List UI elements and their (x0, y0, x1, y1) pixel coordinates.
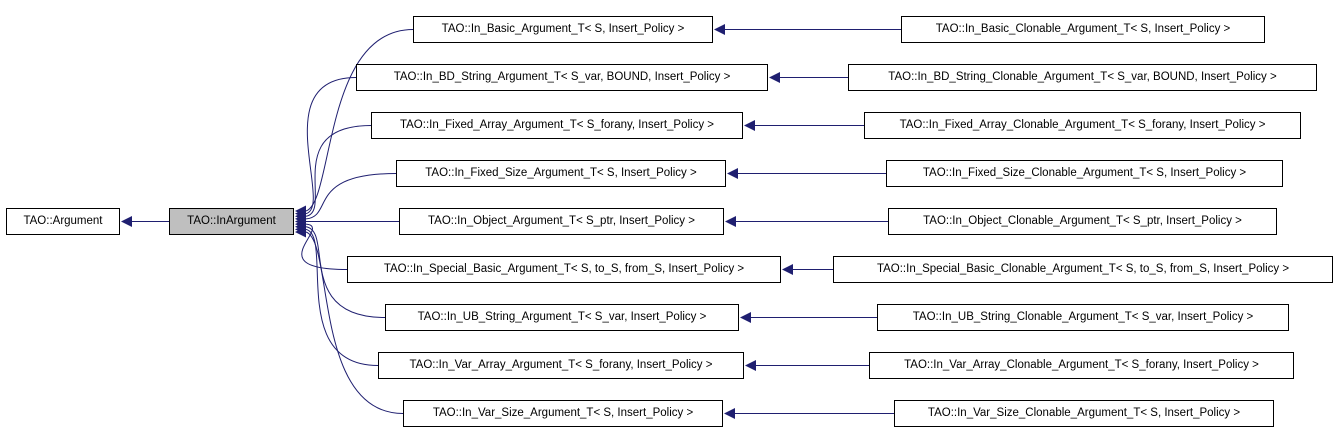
class-node-in-bd-string-argument-t-s-var-bound-insert-polic[interactable]: TAO::In_BD_String_Argument_T< S_var, BOU… (356, 64, 768, 91)
arrowhead-right-0 (714, 24, 725, 35)
class-node-label: TAO::In_BD_String_Argument_T< S_var, BOU… (393, 71, 731, 83)
class-node-label: TAO::In_Basic_Clonable_Argument_T< S, In… (935, 23, 1231, 35)
arrowhead-right-1 (769, 72, 780, 83)
class-node-in-special-basic-argument-t-s-to-s-from-s-insert[interactable]: TAO::In_Special_Basic_Argument_T< S, to_… (347, 256, 781, 283)
class-node-label: TAO::Argument (23, 215, 103, 227)
class-node-label: TAO::In_Var_Size_Clonable_Argument_T< S,… (927, 407, 1241, 419)
class-node-label: TAO::In_Special_Basic_Clonable_Argument_… (876, 263, 1290, 275)
arrowhead-middle-0 (295, 205, 306, 217)
arrowhead-root-focus (121, 216, 132, 227)
class-node-in-object-clonable-argument-t-s-ptr-insert-polic[interactable]: TAO::In_Object_Clonable_Argument_T< S_pt… (888, 208, 1277, 235)
class-node-in-var-size-clonable-argument-t-s-insert-policy[interactable]: TAO::In_Var_Size_Clonable_Argument_T< S,… (894, 400, 1274, 427)
arrowhead-right-2 (744, 120, 755, 131)
class-node-argument[interactable]: TAO::Argument (6, 208, 120, 235)
arrowhead-middle-8 (295, 226, 306, 238)
class-node-label: TAO::In_Object_Clonable_Argument_T< S_pt… (923, 215, 1242, 227)
class-node-label: TAO::In_Var_Array_Clonable_Argument_T< S… (904, 359, 1259, 371)
class-node-in-var-array-clonable-argument-t-s-forany-insert[interactable]: TAO::In_Var_Array_Clonable_Argument_T< S… (869, 352, 1294, 379)
arrowhead-middle-7 (295, 223, 306, 235)
class-node-in-fixed-size-clonable-argument-t-s-insert-polic[interactable]: TAO::In_Fixed_Size_Clonable_Argument_T< … (886, 160, 1283, 187)
arrowhead-middle-6 (295, 221, 306, 233)
class-node-in-var-size-argument-t-s-insert-policy[interactable]: TAO::In_Var_Size_Argument_T< S, Insert_P… (403, 400, 723, 427)
class-node-label: TAO::In_Object_Argument_T< S_ptr, Insert… (428, 215, 695, 227)
arrowhead-middle-1 (295, 208, 306, 220)
class-node-label: TAO::InArgument (187, 215, 276, 227)
class-node-in-basic-clonable-argument-t-s-insert-policy[interactable]: TAO::In_Basic_Clonable_Argument_T< S, In… (901, 16, 1265, 43)
edge-inargument-to-middle-7 (305, 228, 379, 366)
arrowhead-right-4 (725, 216, 736, 227)
class-node-in-ub-string-argument-t-s-var-insert-policy[interactable]: TAO::In_UB_String_Argument_T< S_var, Ins… (385, 304, 739, 331)
class-node-in-object-argument-t-s-ptr-insert-policy[interactable]: TAO::In_Object_Argument_T< S_ptr, Insert… (399, 208, 724, 235)
class-node-label: TAO::In_Fixed_Size_Argument_T< S, Insert… (425, 167, 697, 179)
arrowhead-middle-2 (295, 210, 306, 222)
class-node-in-fixed-array-clonable-argument-t-s-forany-inse[interactable]: TAO::In_Fixed_Array_Clonable_Argument_T<… (864, 112, 1301, 139)
arrowhead-middle-4 (295, 216, 306, 227)
class-node-label: TAO::In_UB_String_Argument_T< S_var, Ins… (417, 311, 707, 323)
class-node-label: TAO::In_Basic_Argument_T< S, Insert_Poli… (441, 23, 685, 35)
class-node-in-var-array-argument-t-s-forany-insert-policy[interactable]: TAO::In_Var_Array_Argument_T< S_forany, … (378, 352, 744, 379)
class-node-in-fixed-size-argument-t-s-insert-policy[interactable]: TAO::In_Fixed_Size_Argument_T< S, Insert… (396, 160, 726, 187)
class-node-label: TAO::In_Var_Size_Argument_T< S, Insert_P… (432, 407, 694, 419)
class-node-label: TAO::In_UB_String_Clonable_Argument_T< S… (912, 311, 1254, 323)
class-node-in-fixed-array-argument-t-s-forany-insert-policy[interactable]: TAO::In_Fixed_Array_Argument_T< S_forany… (371, 112, 743, 139)
arrowhead-right-5 (782, 264, 793, 275)
class-node-in-ub-string-clonable-argument-t-s-var-insert-po[interactable]: TAO::In_UB_String_Clonable_Argument_T< S… (877, 304, 1289, 331)
arrowhead-right-3 (727, 168, 738, 179)
arrowhead-middle-5 (295, 218, 306, 230)
class-node-label: TAO::In_Special_Basic_Argument_T< S, to_… (383, 263, 745, 275)
edge-inargument-to-middle-5 (301, 223, 348, 270)
class-node-label: TAO::In_BD_String_Clonable_Argument_T< S… (888, 71, 1277, 83)
arrowhead-middle-3 (295, 213, 306, 225)
arrowhead-right-8 (724, 408, 735, 419)
edge-inargument-to-middle-1 (305, 77, 357, 215)
class-node-label: TAO::In_Fixed_Size_Clonable_Argument_T< … (922, 167, 1247, 179)
class-node-label: TAO::In_Fixed_Array_Clonable_Argument_T<… (899, 119, 1266, 131)
class-node-label: TAO::In_Var_Array_Argument_T< S_forany, … (409, 359, 713, 371)
class-node-label: TAO::In_Fixed_Array_Argument_T< S_forany… (399, 119, 715, 131)
class-node-in-basic-argument-t-s-insert-policy[interactable]: TAO::In_Basic_Argument_T< S, Insert_Poli… (413, 16, 713, 43)
class-node-in-special-basic-clonable-argument-t-s-to-s-from[interactable]: TAO::In_Special_Basic_Clonable_Argument_… (833, 256, 1333, 283)
class-node-in-bd-string-clonable-argument-t-s-var-bound-ins[interactable]: TAO::In_BD_String_Clonable_Argument_T< S… (848, 64, 1317, 91)
arrowhead-right-7 (745, 360, 756, 371)
edge-inargument-to-middle-3 (305, 173, 397, 220)
edge-inargument-to-middle-2 (305, 125, 372, 217)
class-node-inargument[interactable]: TAO::InArgument (169, 208, 294, 235)
arrowhead-right-6 (740, 312, 751, 323)
